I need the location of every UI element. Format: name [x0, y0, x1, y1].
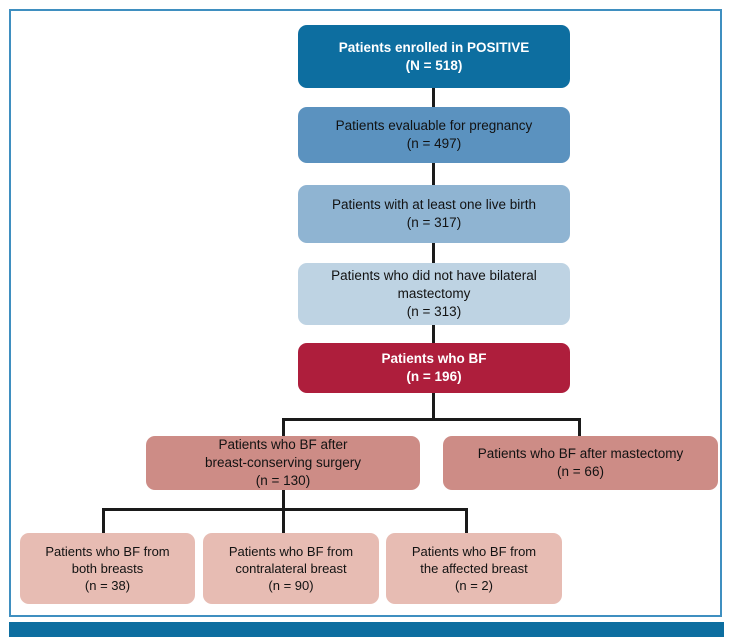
connector-bcs-to-contralateral	[282, 508, 285, 533]
node-bf-both-line1: Patients who BF from	[45, 543, 170, 559]
bottom-accent-bar	[9, 622, 724, 637]
node-bf-contralateral-line3: (n = 90)	[268, 578, 314, 594]
node-bcs-line3: (n = 130)	[255, 472, 311, 488]
node-evaluable-line2: (n = 497)	[406, 136, 462, 151]
node-bf-after-mastectomy: Patients who BF after mastectomy (n = 66…	[443, 436, 718, 490]
node-bf-line1: Patients who BF	[381, 351, 487, 367]
connector-bcs-to-affected	[465, 508, 468, 533]
node-bf-after-breast-conserving-surgery: Patients who BF after breast-conserving …	[146, 436, 420, 490]
node-bf-mastectomy-line1: Patients who BF after mastectomy	[477, 446, 684, 462]
node-bf-contralateral-line2: contralateral breast	[235, 560, 347, 576]
connector-bcs-stem	[282, 490, 285, 509]
connector-bf-to-mastectomy	[578, 418, 581, 436]
node-enrolled-line1: Patients enrolled in POSITIVE	[338, 39, 530, 55]
node-bcs-line1: Patients who BF after	[218, 437, 348, 453]
node-livebirth-line2: (n = 317)	[406, 215, 462, 230]
node-patients-enrolled: Patients enrolled in POSITIVE (N = 518)	[298, 25, 570, 88]
node-bf-mastectomy-line2: (n = 66)	[557, 464, 604, 479]
node-enrolled-line2: (N = 518)	[405, 57, 463, 73]
node-bf-affected-line1: Patients who BF from	[411, 543, 537, 559]
node-nobilateral-line2: mastectomy	[397, 286, 471, 302]
node-bf-from-contralateral-breast: Patients who BF from contralateral breas…	[203, 533, 379, 604]
node-nobilateral-line3: (n = 313)	[406, 303, 462, 319]
node-bf-from-both-breasts: Patients who BF from both breasts (n = 3…	[20, 533, 195, 604]
node-patients-live-birth: Patients with at least one live birth (n…	[298, 185, 570, 243]
node-bf-both-line3: (n = 38)	[84, 578, 131, 594]
node-evaluable-line1: Patients evaluable for pregnancy	[335, 118, 533, 134]
connector-nobilateral-to-bf	[432, 325, 435, 343]
connector-evaluable-to-livebirth	[432, 163, 435, 185]
node-bcs-line2: breast-conserving surgery	[204, 455, 362, 471]
node-bf-contralateral-line1: Patients who BF from	[228, 543, 354, 559]
node-bf-from-affected-breast: Patients who BF from the affected breast…	[386, 533, 562, 604]
node-patients-who-bf: Patients who BF (n = 196)	[298, 343, 570, 393]
node-bf-affected-line2: the affected breast	[420, 560, 528, 576]
connector-bf-to-bcs	[282, 418, 285, 436]
connector-bf-stem	[432, 393, 435, 418]
node-no-bilateral-mastectomy: Patients who did not have bilateral mast…	[298, 263, 570, 325]
node-bf-affected-line3: (n = 2)	[455, 578, 493, 594]
connector-bcs-to-both	[102, 508, 105, 533]
connector-livebirth-to-nobilateral	[432, 243, 435, 263]
connector-enrolled-to-evaluable	[432, 88, 435, 107]
node-nobilateral-line1: Patients who did not have bilateral	[331, 268, 537, 284]
node-bf-line2: (n = 196)	[406, 369, 462, 384]
node-patients-evaluable: Patients evaluable for pregnancy (n = 49…	[298, 107, 570, 163]
node-livebirth-line1: Patients with at least one live birth	[331, 197, 537, 213]
connector-bf-crossbar	[282, 418, 581, 421]
node-bf-both-line2: both breasts	[71, 560, 144, 576]
